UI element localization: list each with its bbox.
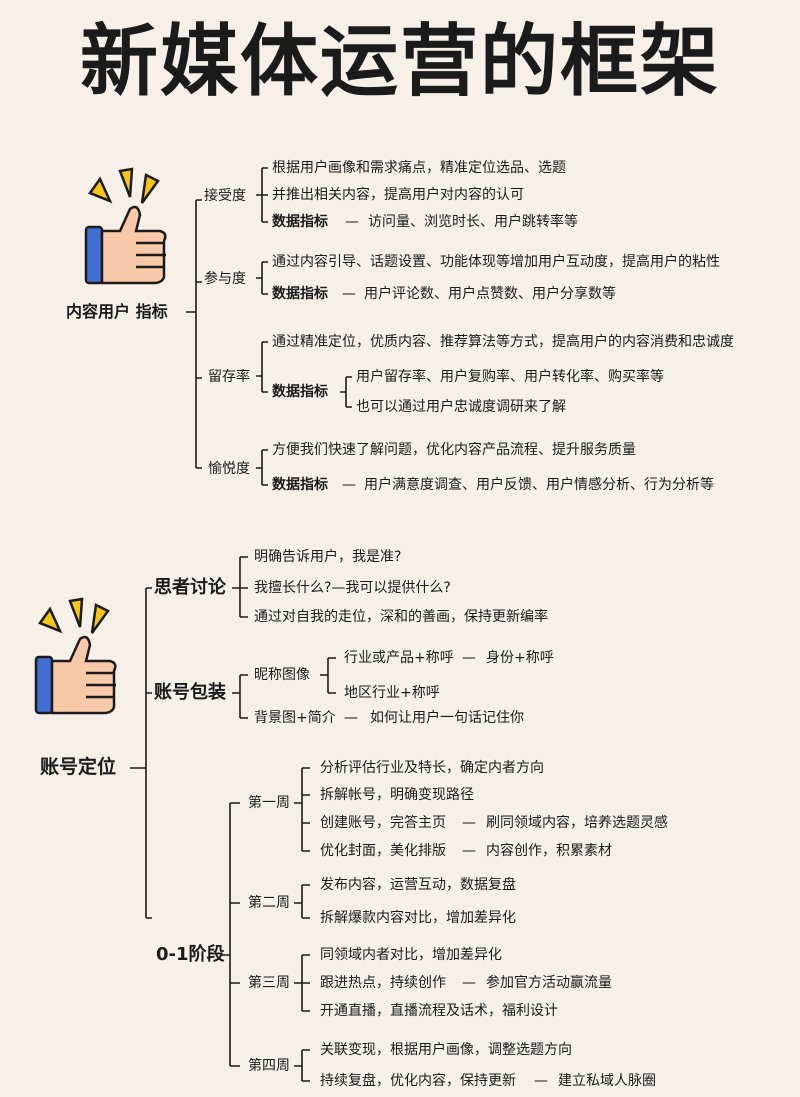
week3-line1: 同领域内者对比，增加差异化: [320, 947, 502, 963]
retention-label: 留存率: [208, 369, 250, 385]
retention-data-value1: 用户留存率、用户复购率、用户转化率、购买率等: [356, 369, 664, 385]
week4-line2a: 持续复盘，优化内容，保持更新: [320, 1073, 516, 1089]
week1-line1: 分析评估行业及特长，确定内者方向: [320, 760, 544, 776]
week1-dash3: —: [462, 815, 476, 831]
nickname-dash: —: [462, 650, 476, 666]
week1-line4b: 内容创作，积累素材: [486, 843, 612, 859]
thinker-item-2: 我擅长什么?—我可以提供什么?: [254, 580, 451, 596]
week1-line3b: 刷同领域内容，培养选题灵感: [486, 815, 668, 831]
acceptance-line1: 根据用户画像和需求痛点，精准定位选品、选题: [272, 160, 566, 176]
page-title: 新媒体运营的框架: [79, 17, 720, 107]
acceptance-line2: 并推出相关内容，提高用户对内容的认可: [272, 187, 524, 203]
week3-line3: 开通直播，直播流程及话术，福利设计: [320, 1003, 558, 1019]
week3-dash2: —: [462, 975, 476, 991]
week3-line2a: 跟进热点，持续创作: [320, 975, 446, 991]
participation-label: 参与度: [204, 271, 246, 287]
thumbs-up-icon: [34, 597, 117, 715]
week3-line2b: 参加官方活动赢流量: [486, 975, 612, 991]
acceptance-label: 接受度: [204, 188, 246, 204]
nickname-label: 昵称图像: [254, 667, 310, 683]
nickname-item-1a: 行业或产品+称呼: [344, 650, 454, 666]
participation-line1: 通过内容引导、话题设置、功能体现等增加用户互动度，提高用户的粘性: [272, 254, 720, 270]
background-item-a: 背景图+简介: [254, 710, 336, 726]
thinker-label: 思者讨论: [154, 577, 226, 598]
week1-dash4: —: [462, 843, 476, 859]
pleasure-label: 愉悦度: [208, 461, 250, 477]
thinker-item-3: 通过对自我的走位，深和的善画，保持更新编率: [254, 609, 548, 625]
acceptance-data-label: 数据指标: [272, 214, 328, 230]
section2-root: 账号定位: [40, 756, 117, 778]
retention-data-value2: 也可以通过用户忠诚度调研来了解: [356, 399, 566, 415]
week1-label: 第一周: [248, 795, 290, 811]
thinker-item-1: 明确告诉用户，我是准?: [254, 549, 402, 565]
week3-label: 第三周: [248, 975, 290, 991]
week4-label: 第四周: [248, 1058, 290, 1074]
thumbs-up-icon: [84, 167, 167, 285]
retention-line1: 通过精准定位，优质内容、推荐算法等方式，提高用户的内容消费和忠诚度: [272, 334, 734, 350]
week1-line2: 拆解帐号，明确变现路径: [320, 787, 474, 803]
week1-line4a: 优化封面，美化排版: [320, 843, 446, 859]
week2-label: 第二周: [248, 895, 290, 911]
acceptance-dash: —: [345, 214, 359, 230]
participation-data-value: 用户评论数、用户点赞数、用户分享数等: [364, 286, 616, 302]
nickname-item-1b: 身份+称呼: [486, 650, 554, 666]
pleasure-data-label: 数据指标: [272, 477, 328, 493]
packaging-label: 账号包装: [154, 682, 226, 703]
pleasure-dash: —: [342, 477, 356, 493]
retention-data-label: 数据指标: [272, 384, 328, 400]
pleasure-line1: 方便我们快速了解问题，优化内容产品流程、提升服务质量: [272, 442, 636, 458]
week4-line1: 关联变现，根据用户画像，调整选题方向: [320, 1042, 572, 1058]
nickname-item-2: 地区行业+称呼: [344, 685, 440, 701]
week2-line2: 拆解爆款内容对比，增加差异化: [320, 910, 516, 926]
stage-label: 0-1阶段: [156, 944, 225, 965]
participation-data-label: 数据指标: [272, 286, 328, 302]
background-dash: —: [344, 710, 358, 726]
participation-dash: —: [342, 286, 356, 302]
section1-root: 内容用户 指标: [66, 302, 168, 321]
background-item-b: 如何让用户一句话记住你: [370, 710, 524, 726]
week2-line1: 发布内容，运营互动，数据复盘: [320, 877, 516, 893]
week4-line2b: 建立私域人脉圈: [558, 1073, 656, 1089]
week1-line3a: 创建账号，完答主页: [320, 815, 446, 831]
acceptance-data-value: 访问量、浏览时长、用户跳转率等: [368, 214, 578, 230]
pleasure-data-value: 用户满意度调查、用户反馈、用户情感分析、行为分析等: [364, 477, 714, 493]
week4-dash2: —: [534, 1073, 548, 1089]
